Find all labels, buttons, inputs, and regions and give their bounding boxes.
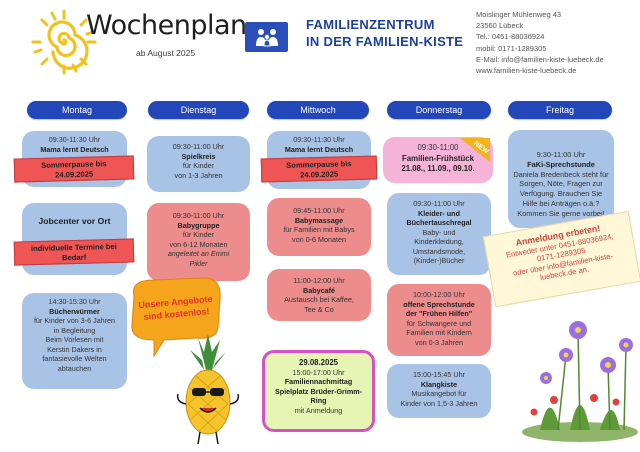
page-subtitle: ab August 2025 xyxy=(136,48,196,58)
contact-website[interactable]: www.familien-kiste-luebeck.de xyxy=(476,66,577,76)
card-kleidertausch: 09:30-11:00 Uhr Kleider- und Büchertausc… xyxy=(387,193,491,275)
card-fruehe-hilfen: 10:00-12:00 Uhr offene Sprechstunde der … xyxy=(387,284,491,356)
contact-mobile: mobil: 0171-1289305 xyxy=(476,43,547,53)
family-logo-icon xyxy=(245,22,288,52)
day-header-montag: Montag xyxy=(27,101,127,119)
pineapple-mascot-icon xyxy=(176,334,240,445)
card-babycafe: 11:00-12:00 Uhr Babycafé Austausch bei K… xyxy=(267,269,371,321)
contact-address: Moislinger Mühlenweg 43 xyxy=(476,10,562,19)
card-buecherwuermer: 14:30-15:30 Uhr Bücherwürmer für Kinder … xyxy=(22,293,127,389)
contact-email[interactable]: E-Mail: info@familien-kiste-luebeck.de xyxy=(476,54,604,64)
card-babymassage: 09:45-11:00 Uhr Babymassage für Familien… xyxy=(267,198,371,256)
contact-city: 23560 Lübeck xyxy=(476,21,524,31)
sommerpause-banner-mi: Sommerpause bis 24.09.2025 xyxy=(260,155,378,183)
day-header-donnerstag: Donnerstag xyxy=(387,101,491,119)
card-familien-fruehstueck: 09:30-11:00 Familien-Frühstück 21.08., 1… xyxy=(383,137,493,183)
card-klangkiste: 15:00-15:45 Uhr Klangkiste Musikangebot … xyxy=(387,364,491,418)
day-header-mittwoch: Mittwoch xyxy=(267,101,369,119)
contact-phone: Tel.: 0451-88036924 xyxy=(476,32,545,42)
card-faki-sprechstunde: 9:30-11:00 Uhr FaKi-Sprechstunde Daniela… xyxy=(508,130,614,228)
day-header-dienstag: Dienstag xyxy=(148,101,249,119)
card-babygruppe: 09:30-11:00 Uhr Babygruppe für Kinder vo… xyxy=(147,203,250,281)
card-spielkreis: 09:30-11:00 Uhr Spielkreis für Kinder vo… xyxy=(147,136,250,192)
sun-logo-icon xyxy=(31,9,97,75)
new-badge-icon: NEW xyxy=(460,138,490,162)
speech-bubble-icon xyxy=(131,277,221,358)
card-familiennachmittag: 29.08.2025 15:00-17:00 Uhr Familiennachm… xyxy=(262,350,375,432)
termine-banner-mo: individuelle Termine bei Bedarf xyxy=(13,238,135,266)
center-name: FAMILIENZENTRUM IN DER FAMILIEN-KISTE xyxy=(306,17,464,49)
flowers-icon xyxy=(522,321,638,442)
contact-block: Moislinger Mühlenweg 43 23560 Lübeck Tel… xyxy=(476,9,604,76)
sommerpause-banner-mo: Sommerpause bis 24.09.2025 xyxy=(13,155,135,183)
day-header-freitag: Freitag xyxy=(508,101,612,119)
page-title: Wochenplan xyxy=(86,10,247,41)
